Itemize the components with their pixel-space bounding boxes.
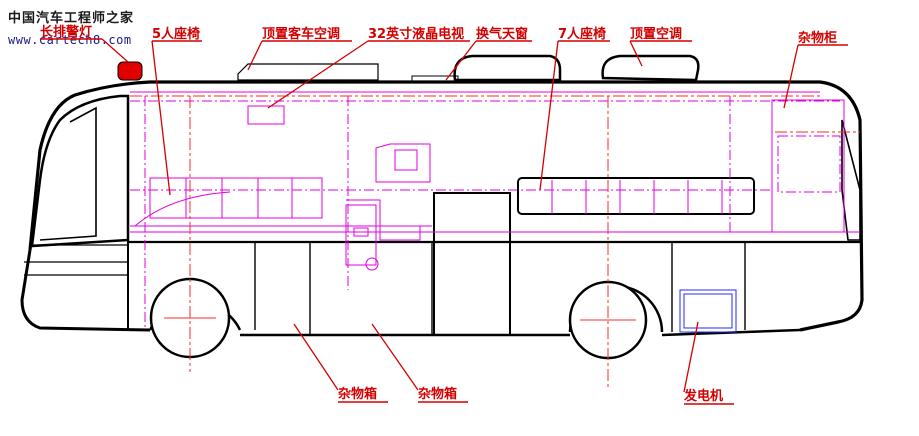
- roof-ac-unit-1: [237, 63, 379, 81]
- callouts: 长排警灯 5人座椅 顶置客车空调 32英寸液晶电视 换气天窗 7人座椅 顶置空调…: [40, 24, 848, 405]
- roof-pod-1: [453, 54, 562, 82]
- body-outline: [28, 80, 864, 332]
- label-storage-cabinet: 杂物柜: [798, 30, 837, 46]
- watermark-title: 中国汽车工程师之家: [8, 10, 134, 26]
- label-roof-vent: 换气天窗: [476, 26, 528, 42]
- leader-line: [247, 40, 263, 71]
- bus-body: [20, 80, 864, 337]
- seat-7-bench: [517, 177, 755, 215]
- wheels: [148, 277, 664, 360]
- label-seat-5: 5人座椅: [152, 26, 200, 42]
- label-storage-box-1: 杂物箱: [338, 386, 377, 402]
- label-seat-7: 7人座椅: [558, 26, 606, 42]
- windshield: [30, 94, 130, 248]
- label-roof-ac: 顶置空调: [630, 26, 682, 42]
- rear-window: [841, 119, 861, 241]
- leader-line: [371, 323, 419, 391]
- middle-door: [433, 192, 511, 336]
- rear-cabinet: [771, 99, 845, 233]
- leader-line: [445, 40, 477, 81]
- cabinet-side: [345, 204, 377, 266]
- seat-5-bench: [149, 177, 323, 219]
- label-generator: 发电机: [683, 388, 723, 404]
- interior-layout: [130, 91, 860, 330]
- front-door-frame: [39, 106, 97, 241]
- cabinet-box: [394, 149, 418, 171]
- cabinet-lower: [346, 199, 432, 241]
- label-warning-light: 长排警灯: [40, 24, 92, 40]
- label-tv: 32英寸液晶电视: [368, 26, 464, 42]
- leader-line: [683, 321, 699, 393]
- warning-light-icon: [117, 61, 143, 81]
- centerlines: [130, 95, 860, 388]
- label-roof-ac-passenger: 顶置客车空调: [262, 26, 340, 42]
- cabinet-detail: [353, 227, 369, 237]
- label-storage-box-2: 杂物箱: [418, 386, 457, 402]
- roof-equipment: [117, 54, 700, 83]
- roof-pod-2: [601, 54, 700, 82]
- generator-box: [679, 289, 737, 333]
- front-lower: [20, 249, 151, 332]
- rear-cabinet-inner: [777, 135, 841, 193]
- leader-line: [783, 44, 799, 109]
- cabinet-knob: [365, 257, 379, 271]
- leader-line: [267, 40, 369, 109]
- generator-inner: [683, 293, 733, 329]
- cabinet-upper: [375, 143, 431, 183]
- leader-line: [629, 40, 643, 67]
- watermark-url: www.cartech8.com: [8, 33, 132, 47]
- generator-unit: [679, 289, 737, 333]
- leader-line: [151, 40, 171, 196]
- leader-line: [101, 38, 129, 63]
- leader-line: [539, 40, 559, 191]
- seat-curve: [134, 191, 231, 227]
- leader-line: [293, 323, 339, 391]
- tv-box: [247, 105, 285, 125]
